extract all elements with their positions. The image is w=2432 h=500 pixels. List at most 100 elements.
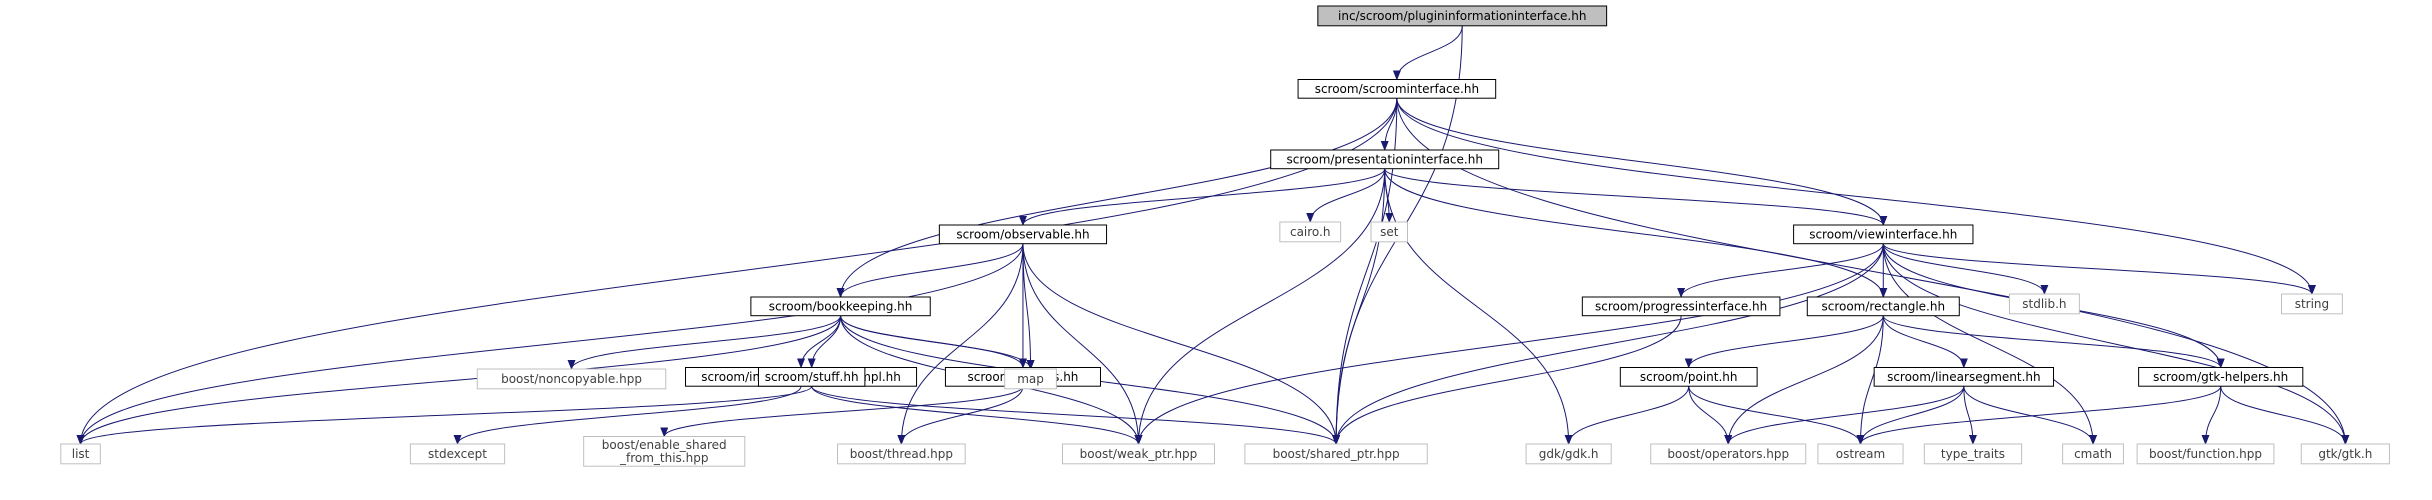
node-gtk-label: gtk/gtk.h: [2318, 447, 2372, 461]
edge-viewinterface-to-weak-ptr: [1134, 243, 1884, 445]
node-linearsegment[interactable]: scroom/linearsegment.hh: [1873, 367, 2055, 387]
node-stdexcept: stdexcept: [409, 443, 506, 465]
edge-rectangle-to-point: [1684, 315, 1884, 369]
edge-point-to-gdk: [1564, 386, 1690, 445]
node-enable-shared-box: [583, 436, 746, 467]
node-list: list: [60, 443, 101, 465]
edge-root-to-scroominterface: [1392, 25, 1463, 81]
node-type-traits-box: [1923, 443, 2023, 465]
edge-rectangle-to-linearsegment: [1882, 315, 1968, 369]
node-string-label: string: [2295, 297, 2329, 311]
node-presentationinterface[interactable]: scroom/presentationinterface.hh: [1270, 149, 1500, 170]
node-weak-ptr-box: [1061, 443, 1215, 465]
node-rectangle-label: scroom/rectangle.hh: [1821, 299, 1945, 313]
node-stdlib-label: stdlib.h: [2022, 297, 2066, 311]
node-function: boost/function.hpp: [2136, 443, 2275, 465]
edge-bookkeeping-to-stuff: [807, 315, 842, 369]
node-thread: boost/thread.hpp: [837, 443, 966, 465]
edge-gtkhelpers-to-ostream: [1856, 386, 2222, 445]
node-ostream-label: ostream: [1836, 447, 1885, 461]
node-linearsegment-box: [1873, 367, 2055, 387]
node-point[interactable]: scroom/point.hh: [1619, 367, 1758, 387]
node-list-box: [60, 443, 101, 465]
node-map-box: [1004, 368, 1057, 390]
edge-scroominterface-to-viewinterface: [1396, 98, 1888, 226]
node-rectangle[interactable]: scroom/rectangle.hh: [1806, 296, 1960, 317]
node-function-box: [2136, 443, 2275, 465]
node-scroominterface-box: [1297, 79, 1497, 99]
node-gtkhelpers[interactable]: scroom/gtk-helpers.hh: [2138, 367, 2304, 387]
node-stdlib-box: [2008, 293, 2080, 315]
node-stuff-label: scroom/stuff.hh: [765, 370, 859, 384]
node-progressinterface[interactable]: scroom/progressinterface.hh: [1581, 296, 1781, 317]
node-noncopyable-label: boost/noncopyable.hpp: [501, 372, 642, 386]
node-thread-box: [837, 443, 966, 465]
node-point-label: scroom/point.hh: [1640, 370, 1738, 384]
node-ostream: ostream: [1817, 443, 1904, 465]
node-root[interactable]: inc/scroom/plugininformationinterface.hh: [1317, 5, 1608, 27]
edge-progressinterface-to-shared-ptr: [1332, 315, 1682, 445]
node-presentationinterface-box: [1270, 149, 1500, 170]
edge-bookkeeping-to-map: [840, 315, 1035, 370]
edge-rectangle-to-ostream: [1856, 315, 1884, 445]
edge-stuff-to-shared-ptr: [811, 385, 1340, 445]
node-cairo-box: [1279, 221, 1342, 243]
edge-utilities-to-enable-shared: [660, 385, 1024, 438]
node-map: map: [1004, 368, 1057, 390]
node-shared-ptr-label: boost/shared_ptr.hpp: [1273, 447, 1400, 461]
edge-gtkhelpers-to-function: [2201, 386, 2222, 445]
edge-observable-to-bookkeeping: [836, 243, 1024, 298]
node-gtkhelpers-label: scroom/gtk-helpers.hh: [2153, 370, 2288, 384]
node-bookkeeping-box: [750, 296, 931, 317]
node-set: set: [1370, 221, 1409, 243]
node-enable-shared: boost/enable_shared_from_this.hpp: [583, 436, 746, 467]
node-bookkeeping[interactable]: scroom/bookkeeping.hh: [750, 296, 931, 317]
edge-linearsegment-to-ostream: [1856, 386, 1965, 445]
node-operators-label: boost/operators.hpp: [1667, 447, 1789, 461]
edge-scroominterface-to-bookkeeping: [836, 98, 1398, 298]
node-type-traits: type_traits: [1923, 443, 2023, 465]
node-stdexcept-label: stdexcept: [428, 447, 487, 461]
edge-observable-to-thread: [897, 243, 1024, 445]
node-stdexcept-box: [409, 443, 506, 465]
node-observable[interactable]: scroom/observable.hh: [938, 224, 1108, 245]
node-ostream-box: [1817, 443, 1904, 465]
node-observable-box: [938, 224, 1108, 245]
edge-gtkhelpers-to-gtk: [2220, 386, 2350, 445]
node-gtkhelpers-box: [2138, 367, 2304, 387]
node-observable-label: scroom/observable.hh: [956, 227, 1089, 241]
edge-observable-to-weak-ptr: [1022, 243, 1143, 445]
node-stuff-box: [757, 367, 866, 387]
edge-utilities-to-thread: [897, 386, 1024, 445]
node-viewinterface-box: [1793, 224, 1974, 245]
edge-rectangle-to-operators: [1724, 315, 1884, 445]
node-type-traits-label: type_traits: [1941, 447, 2005, 461]
node-set-box: [1370, 221, 1409, 243]
node-root-box: [1317, 5, 1608, 27]
node-cairo-label: cairo.h: [1290, 225, 1331, 239]
node-noncopyable-box: [476, 368, 667, 390]
edge-bookkeeping-to-list: [76, 315, 842, 445]
edge-bookkeepingimpl-to-stdexcept: [453, 386, 802, 445]
node-stuff[interactable]: scroom/stuff.hh: [757, 367, 866, 387]
edge-viewinterface-to-progressinterface: [1677, 243, 1884, 298]
node-viewinterface[interactable]: scroom/viewinterface.hh: [1793, 224, 1974, 245]
node-point-box: [1619, 367, 1758, 387]
edge-viewinterface-to-cmath: [1882, 243, 2098, 445]
node-noncopyable: boost/noncopyable.hpp: [476, 368, 667, 390]
edge-observable-to-list: [76, 243, 1024, 445]
node-gtk-box: [2300, 443, 2390, 465]
edge-presentationinterface-to-cairo: [1306, 168, 1386, 223]
edge-linearsegment-to-type-traits: [1963, 386, 1977, 445]
edge-observable-to-map: [1022, 243, 1035, 370]
node-viewinterface-label: scroom/viewinterface.hh: [1809, 227, 1957, 241]
edge-linearsegment-to-cmath: [1963, 386, 2097, 445]
node-scroominterface[interactable]: scroom/scroominterface.hh: [1297, 79, 1497, 99]
node-set-label: set: [1380, 225, 1399, 239]
edge-observable-to-shared-ptr: [1022, 243, 1341, 445]
node-gdk-label: gdk/gdk.h: [1539, 447, 1599, 461]
edge-viewinterface-to-shared-ptr: [1332, 243, 1884, 445]
node-weak-ptr: boost/weak_ptr.hpp: [1061, 443, 1215, 465]
edge-presentationinterface-to-gdk: [1384, 168, 1573, 445]
